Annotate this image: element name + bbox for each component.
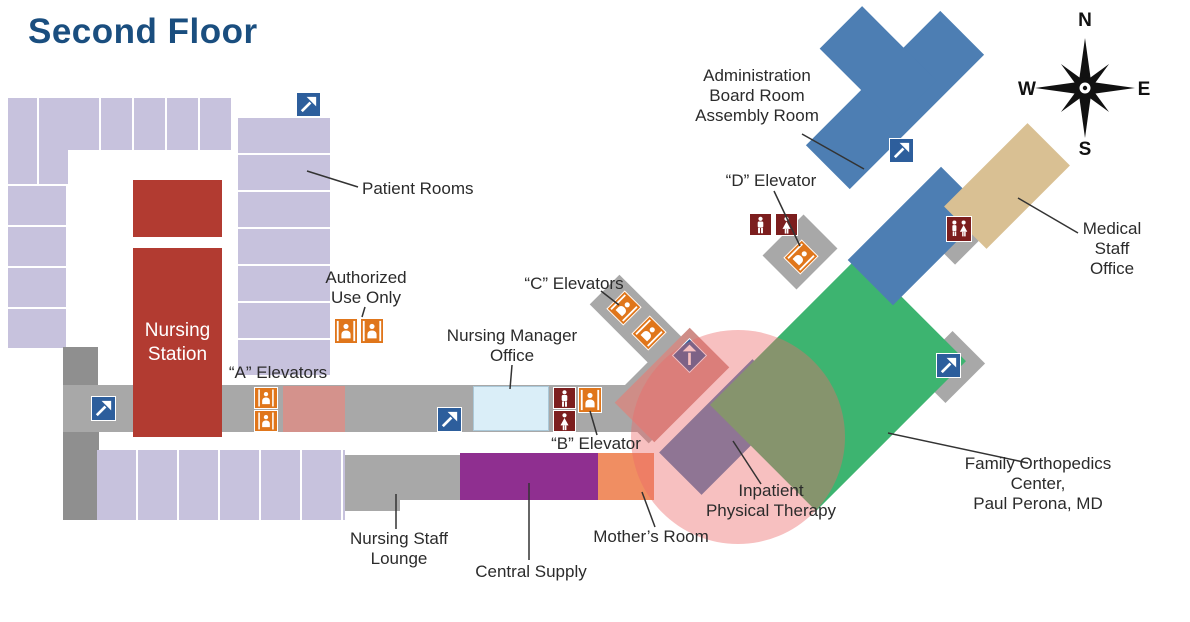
- patient-rooms-top-strip: [68, 98, 232, 150]
- unisex-restroom-icon: [946, 216, 972, 242]
- central-supply-label: Central Supply: [475, 562, 587, 581]
- stairs-icon: [91, 396, 116, 421]
- elevator-icon: [254, 387, 278, 409]
- nursing-manager-office-room: [473, 386, 549, 431]
- compass-south-label: S: [1079, 139, 1092, 160]
- central-supply-room: [460, 453, 598, 500]
- stairs-icon: [671, 337, 708, 374]
- stairs-icon: [889, 138, 914, 163]
- elevator-icon: [334, 318, 358, 344]
- nursing-station-label: Nursing Station: [144, 319, 211, 365]
- mens-restroom-icon: [749, 213, 772, 236]
- administration-label: Administration Board Room Assembly Room: [695, 66, 819, 126]
- compass-north-label: N: [1078, 10, 1092, 31]
- family-orthopedics-label: Family Orthopedics Center, Paul Perona, …: [964, 454, 1112, 514]
- nursing-staff-lounge-room: [345, 455, 460, 500]
- elevator-icon: [783, 239, 819, 275]
- elevator-icon: [578, 387, 602, 413]
- elevator-icon: [254, 410, 278, 432]
- elevator-icon: [360, 318, 384, 344]
- patient-rooms-label: Patient Rooms: [362, 179, 474, 198]
- patient-rooms-left-column: [8, 186, 66, 350]
- inpatient-pt-highlight-circle: [631, 330, 845, 544]
- nursing-staff-lounge-step: [345, 498, 400, 511]
- womens-restroom-icon: [775, 213, 798, 236]
- page-title: Second Floor: [28, 12, 258, 51]
- compass-east-label: E: [1138, 79, 1151, 100]
- medical-staff-office-label: Medical Staff Office: [1082, 219, 1142, 279]
- mothers-room-label: Mother’s Room: [593, 527, 709, 546]
- compass-rose-icon: N W E S: [1018, 10, 1151, 160]
- b-elevator-label: “B” Elevator: [551, 434, 641, 453]
- patient-rooms-right-column: [238, 118, 330, 376]
- patient-rooms-bottom-strip: [97, 450, 345, 520]
- red-utility-block: [133, 180, 222, 237]
- corridor-pink-section: [283, 386, 345, 432]
- stairs-icon: [437, 407, 462, 432]
- nursing-manager-office-label: Nursing Manager Office: [446, 326, 578, 366]
- corridor-left-connector: [63, 430, 99, 520]
- c-elevators-label: “C” Elevators: [524, 274, 624, 293]
- authorized-use-label: Authorized Use Only: [325, 268, 407, 308]
- d-elevator-label: “D” Elevator: [725, 171, 817, 190]
- womens-restroom-icon: [553, 410, 576, 432]
- stairs-icon: [296, 92, 321, 117]
- mens-restroom-icon: [553, 387, 576, 409]
- corridor-left-stub: [63, 347, 98, 387]
- nursing-staff-lounge-label: Nursing Staff Lounge: [350, 529, 448, 569]
- stairs-icon: [936, 353, 961, 378]
- nursing-station-block: Nursing Station: [133, 248, 222, 437]
- compass-west-label: W: [1018, 79, 1036, 100]
- patient-rooms-top-left-block: [8, 98, 68, 184]
- a-elevators-label: “A” Elevators: [228, 363, 328, 382]
- elevator-icon: [631, 315, 667, 351]
- inpatient-pt-label: Inpatient Physical Therapy: [705, 481, 837, 521]
